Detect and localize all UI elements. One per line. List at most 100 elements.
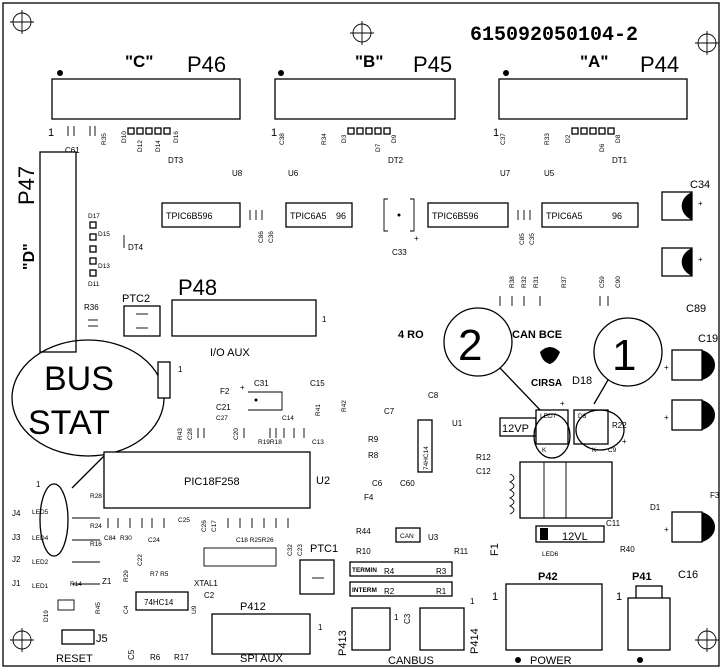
label-c26: C26 — [201, 520, 208, 532]
d18-component: D3 K — [573, 409, 609, 454]
connector-name: P48 — [178, 275, 217, 300]
label-dt2: DT2 — [388, 156, 404, 165]
label-r7r5: R7 R5 — [150, 571, 169, 578]
connector-p414: P414 1 — [419, 597, 481, 654]
label-f2: F2 — [220, 387, 230, 396]
svg-text:+: + — [414, 234, 419, 243]
ptc2-component — [123, 305, 161, 337]
header-tag: "A" — [580, 52, 608, 71]
led-label: LED7 — [540, 413, 557, 420]
label-dt4: DT4 — [128, 243, 144, 252]
j5-label: J5 — [96, 633, 108, 645]
label-c37: C37 — [500, 133, 507, 145]
interm-label: INTERM — [352, 587, 377, 594]
mounting-hole-icon — [695, 31, 719, 55]
connector-name: P414 — [469, 628, 481, 654]
label-c38: C38 — [279, 133, 286, 145]
label-c4: C4 — [123, 605, 130, 614]
capacitor-c34: C34 + — [661, 179, 710, 221]
label-r2: R2 — [384, 587, 395, 596]
label-c86: C86 — [258, 231, 265, 243]
chip-ref: U1 — [452, 419, 463, 428]
cirsa-logo: CIRSA — [531, 347, 562, 389]
label-c27: C27 — [216, 415, 228, 422]
label-r36: R36 — [84, 303, 99, 312]
label-c35: C35 — [529, 233, 536, 245]
label-c11: C11 — [606, 519, 621, 528]
connector-p47: P47 "D" — [14, 151, 77, 353]
label-d12: D12 — [137, 140, 144, 152]
label-d8: D8 — [615, 134, 622, 143]
chip-label: 74HC14 — [423, 446, 430, 470]
label-k: K — [592, 447, 597, 454]
label-r43: R43 — [177, 428, 184, 440]
led-array-dt1: D2 D6 D8 DT1 — [565, 127, 628, 165]
label-c21: C21 — [216, 403, 231, 412]
ref-u6: U6 — [288, 169, 299, 178]
svg-text:+: + — [664, 525, 669, 534]
label-c61: C61 — [65, 146, 80, 155]
label-r16: R16 — [90, 541, 102, 548]
label-r30: R30 — [120, 535, 132, 542]
label-r42: R42 — [341, 400, 348, 412]
label-dt1: DT1 — [612, 156, 628, 165]
label-r4: R4 — [384, 567, 395, 576]
label-f3: F3 — [710, 491, 720, 500]
led-array-dt3: D10 D12 D14 D16 DT3 — [121, 127, 184, 165]
ref-u5: U5 — [544, 169, 555, 178]
label-r1: R1 — [436, 587, 447, 596]
label-r8: R8 — [368, 451, 379, 460]
label-r24: R24 — [90, 523, 102, 530]
pin-one-label: 1 — [318, 623, 323, 632]
label-r29: R29 — [123, 570, 130, 582]
chip-label: TPIC6B596 — [166, 211, 213, 221]
capacitor-c89: + C89 — [661, 247, 706, 315]
label-c7: C7 — [384, 407, 395, 416]
chip-label: TPIC6B596 — [432, 211, 479, 221]
header-name: P44 — [640, 52, 679, 77]
header-tag: "B" — [355, 52, 383, 71]
label-c12: C12 — [476, 467, 491, 476]
chip-label: TPIC6A5 — [546, 211, 583, 221]
callout-1-target — [575, 409, 625, 451]
label-c31: C31 — [254, 379, 269, 388]
pin-one-label: 1 — [178, 365, 183, 374]
pin-one-label: 1 — [616, 591, 622, 603]
logo-text: CIRSA — [531, 378, 562, 389]
label-r38: R38 — [509, 276, 516, 288]
label-d7: D7 — [375, 143, 382, 152]
pin-one-label: 1 — [470, 597, 475, 606]
label-c8: C8 — [428, 391, 439, 400]
label-c28: C28 — [187, 428, 194, 440]
label-d1: D1 — [650, 503, 661, 512]
termin-label: TERMIN — [352, 567, 377, 574]
chip-label: CAN — [400, 533, 414, 540]
label-c3: C3 — [403, 613, 412, 624]
chip-ref: U2 — [316, 475, 330, 487]
label-d9: D9 — [391, 134, 398, 143]
led7-component: LED7 K — [535, 409, 569, 454]
callout-number: 2 — [458, 321, 482, 370]
label-d16: D16 — [173, 131, 180, 143]
chip-u5: TPIC6A5 96 — [541, 202, 639, 228]
cap-label: C16 — [678, 569, 698, 581]
label-r45: R45 — [95, 602, 102, 614]
svg-text:+: + — [622, 437, 627, 446]
chip-u6: TPIC6A5 96 — [285, 202, 353, 228]
connector-caption: SPI AUX — [240, 653, 283, 665]
reset-button[interactable]: RESET — [56, 629, 95, 665]
connector-name: P47 — [14, 166, 39, 205]
connector-p41: P41 1 — [616, 571, 671, 663]
label-c2: C2 — [204, 591, 215, 600]
label-c23: C23 — [297, 544, 304, 556]
ref-u8: U8 — [232, 169, 243, 178]
label-c32: C32 — [287, 544, 294, 556]
canbus-label: CANBUS — [388, 655, 434, 667]
voltage-label: 12VL — [562, 531, 588, 543]
label-d15: D15 — [98, 231, 110, 238]
label-j4: J4 — [12, 509, 21, 518]
reset-label: RESET — [56, 653, 93, 665]
ptc2-label: PTC2 — [122, 293, 150, 305]
